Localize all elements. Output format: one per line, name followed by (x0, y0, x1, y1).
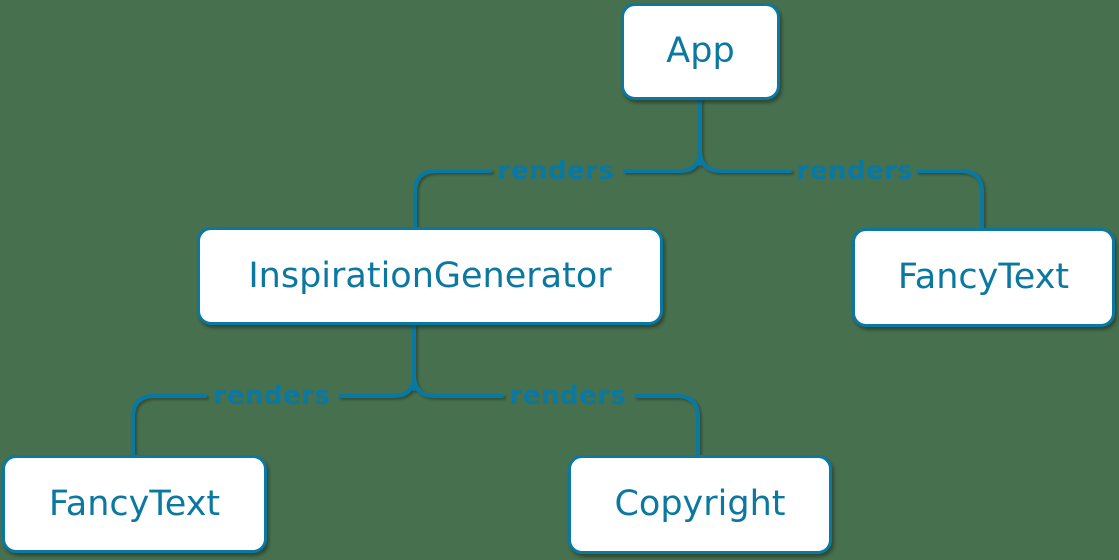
edge-label-inspiration-to-copyright: renders (509, 381, 627, 411)
edge-label-app-to-inspiration: renders (497, 156, 615, 186)
node-inspiration-generator: InspirationGenerator (197, 227, 663, 325)
edge-app-to-fancytext-elbow-line (916, 169, 984, 231)
edge-label-app-to-fancytext: renders (796, 156, 914, 186)
edge-label-inspiration-to-fancytext: renders (213, 381, 331, 411)
edge-inspiration-to-fancytext-fork-line (338, 373, 416, 398)
node-copyright: Copyright (568, 455, 832, 554)
edge-app-to-fancytext-fork-line (698, 148, 792, 173)
node-copyright-label: Copyright (614, 484, 786, 524)
node-fancy-text-bottom: FancyText (2, 455, 267, 553)
node-fancy-text-top-label: FancyText (897, 257, 1070, 297)
node-app-label: App (666, 31, 735, 71)
node-inspiration-generator-label: InspirationGenerator (248, 255, 612, 296)
node-fancy-text-bottom-label: FancyText (48, 483, 221, 524)
node-fancy-text-top: FancyText (852, 228, 1115, 327)
edge-inspiration-to-copyright-elbow-line (634, 394, 700, 457)
edge-app-to-inspiration-fork-line (623, 148, 702, 173)
edge-inspiration-to-fancytext-elbow-line (131, 394, 207, 457)
edge-app-to-inspiration-elbow-line (413, 169, 492, 229)
node-app: App (621, 3, 780, 100)
edge-inspiration-to-copyright-fork-line (412, 373, 504, 398)
